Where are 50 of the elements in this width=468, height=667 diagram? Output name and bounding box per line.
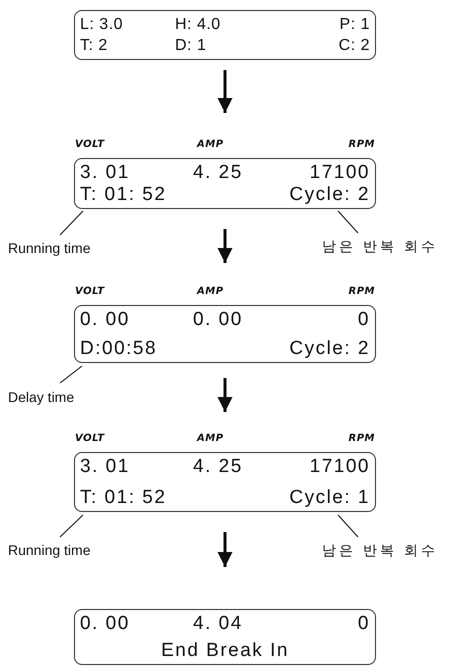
column-heading: AMP: [197, 286, 224, 298]
display-reading: C: 2: [338, 36, 370, 56]
callout-text: 남은 반복 회수: [322, 236, 466, 258]
lcd-display-screen: [74, 609, 376, 665]
display-reading: Cycle: 2: [289, 184, 370, 206]
display-reading: D: 1: [175, 36, 206, 56]
display-reading: P: 1: [340, 15, 370, 35]
display-reading: D:00:58: [80, 338, 158, 360]
callout-text: 남은 반복 회수: [322, 540, 466, 562]
arrow: [218, 229, 232, 263]
column-heading: RPM: [348, 139, 375, 151]
display-reading: 0: [358, 309, 370, 331]
callout-text: Running time: [8, 238, 133, 260]
display-reading: 4. 25: [193, 456, 243, 478]
display-reading: T: 01: 52: [80, 184, 166, 206]
display-reading: 4. 04: [193, 613, 243, 635]
leader-line: [60, 366, 82, 384]
display-reading: Cycle: 1: [289, 487, 370, 509]
column-heading: VOLT: [75, 286, 105, 298]
callout-text: Running time: [8, 540, 133, 562]
column-heading: AMP: [197, 433, 224, 445]
column-heading: RPM: [348, 286, 375, 298]
display-reading: L: 3.0: [80, 15, 124, 35]
arrow: [218, 532, 232, 567]
column-heading: AMP: [197, 139, 224, 151]
display-reading: 0. 00: [80, 613, 130, 635]
display-reading: T: 2: [80, 36, 108, 56]
arrow: [218, 378, 232, 412]
leader-line: [60, 210, 84, 236]
column-heading: VOLT: [75, 433, 105, 445]
column-heading: RPM: [348, 433, 375, 445]
display-reading: 4. 25: [193, 162, 243, 184]
display-reading: 0. 00: [193, 309, 243, 331]
lcd-display-screen: [74, 10, 376, 60]
leader-line: [338, 514, 358, 538]
display-reading: 3. 01: [80, 456, 130, 478]
leader-line: [338, 210, 358, 234]
leader-line: [60, 514, 84, 538]
display-reading: 3. 01: [80, 162, 130, 184]
display-reading: End Break In: [161, 640, 289, 662]
display-reading: T: 01: 52: [80, 487, 166, 509]
display-reading: Cycle: 2: [289, 338, 370, 360]
arrow: [218, 70, 232, 113]
display-reading: 0. 00: [80, 309, 130, 331]
column-heading: VOLT: [75, 139, 105, 151]
display-reading: 0: [358, 613, 370, 635]
display-reading: 17100: [310, 162, 370, 184]
callout-text: Delay time: [8, 387, 118, 409]
display-reading: H: 4.0: [175, 15, 221, 35]
display-reading: 17100: [310, 456, 370, 478]
